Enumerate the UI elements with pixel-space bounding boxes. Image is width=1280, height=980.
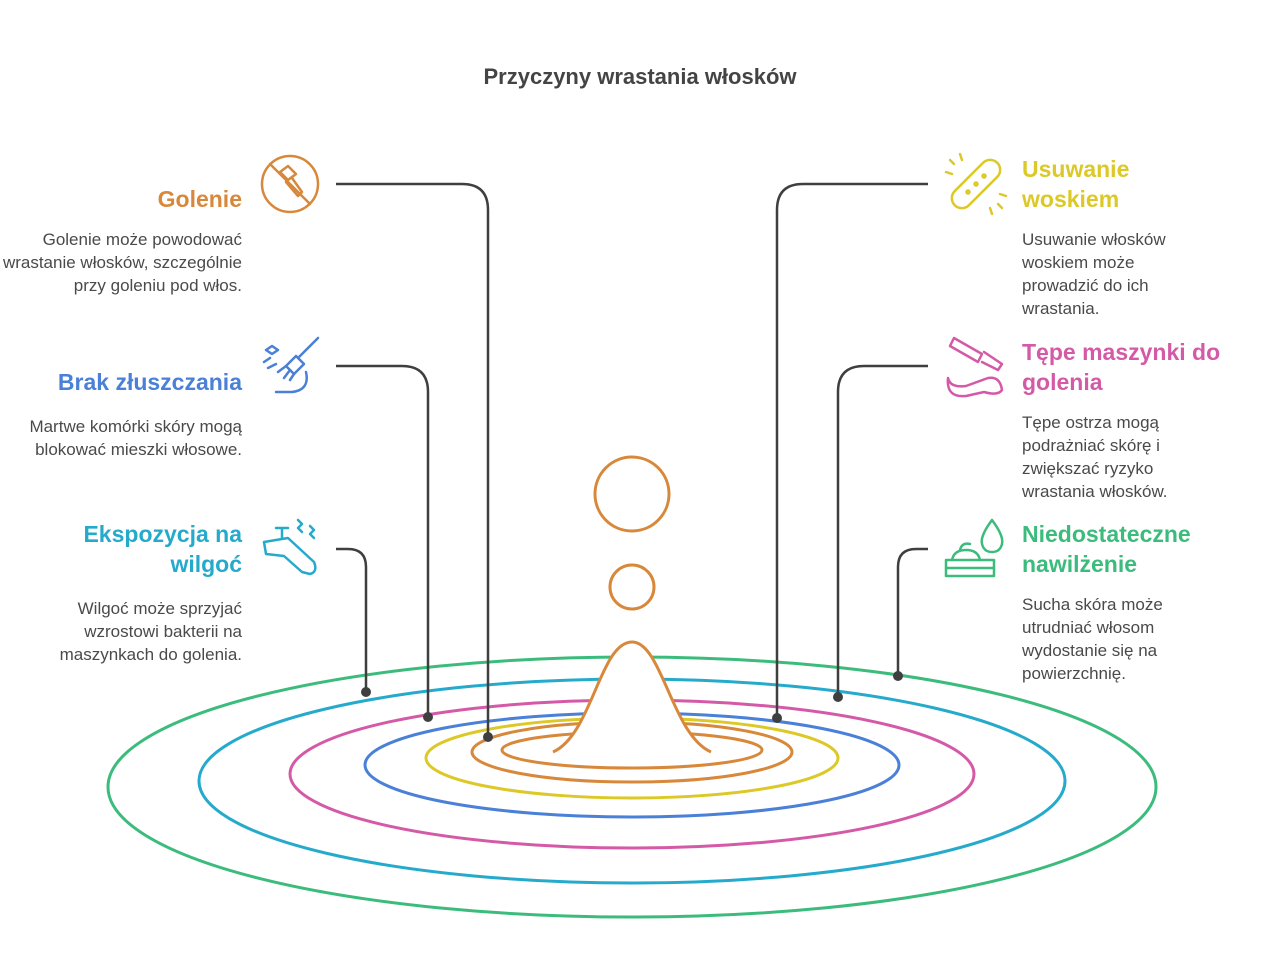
cause-description: Martwe komórki skóry mogą blokować miesz… xyxy=(29,417,242,459)
cause-brak-zluszczania: Brak złuszczania Martwe komórki skóry mo… xyxy=(2,367,242,461)
connector-dot-usuwanie-woskiem xyxy=(772,713,782,723)
connector-usuwanie-woskiem xyxy=(775,182,928,718)
no-razor-icon xyxy=(260,154,320,214)
connector-brak-zluszczania xyxy=(336,364,430,717)
cause-niedostateczne-nawilzenie: Niedostateczne nawilżenie Sucha skóra mo… xyxy=(1022,519,1242,685)
cause-ekspozycja-na-wilgoc: Ekspozycja na wilgoć Wilgoć może sprzyja… xyxy=(2,519,242,666)
cause-heading: Usuwanie woskiem xyxy=(1022,156,1130,212)
cause-tepe-maszynki: Tępe maszynki do golenia Tępe ostrza mog… xyxy=(1022,337,1242,503)
connector-dot-nawilzenie xyxy=(893,671,903,681)
connector-nawilzenie xyxy=(896,547,928,676)
exfoliation-brush-icon xyxy=(262,336,320,394)
cause-description: Usuwanie włosków woskiem może prowadzić … xyxy=(1022,230,1166,318)
moisturizer-icon xyxy=(944,518,1004,578)
cause-description: Wilgoć może sprzyjać wzrostowi bakterii … xyxy=(59,599,242,664)
connector-dot-ekspozycja xyxy=(361,687,371,697)
cause-heading: Tępe maszynki do golenia xyxy=(1022,339,1221,395)
humid-razor-icon xyxy=(262,518,317,576)
wax-strip-icon xyxy=(944,152,1008,216)
cause-heading: Ekspozycja na wilgoć xyxy=(83,521,242,577)
connector-dot-golenie xyxy=(483,732,493,742)
cause-heading: Niedostateczne nawilżenie xyxy=(1022,521,1191,577)
cause-description: Tępe ostrza mogą podrażniać skórę i zwię… xyxy=(1022,413,1168,501)
connector-golenie xyxy=(336,182,490,737)
straight-razor-icon xyxy=(946,336,1004,398)
page-title: Przyczyny wrastania włosków xyxy=(483,64,797,89)
droplet-large xyxy=(593,455,671,533)
connector-dot-brak-zluszczania xyxy=(423,712,433,722)
connector-ekspozycja xyxy=(336,547,368,692)
cause-usuwanie-woskiem: Usuwanie woskiem Usuwanie włosków woskie… xyxy=(1022,154,1242,320)
droplet-small xyxy=(608,563,656,611)
connector-dot-tepe-maszynki xyxy=(833,692,843,702)
cause-description: Golenie może powodować wrastanie włosków… xyxy=(2,230,242,295)
cause-heading: Brak złuszczania xyxy=(57,369,242,395)
cause-golenie: Golenie Golenie może powodować wrastanie… xyxy=(2,184,242,297)
splash-peak xyxy=(552,640,712,754)
connector-tepe-maszynki xyxy=(836,364,928,697)
cause-heading: Golenie xyxy=(157,186,242,212)
cause-description: Sucha skóra może utrudniać włosom wydost… xyxy=(1022,595,1163,683)
